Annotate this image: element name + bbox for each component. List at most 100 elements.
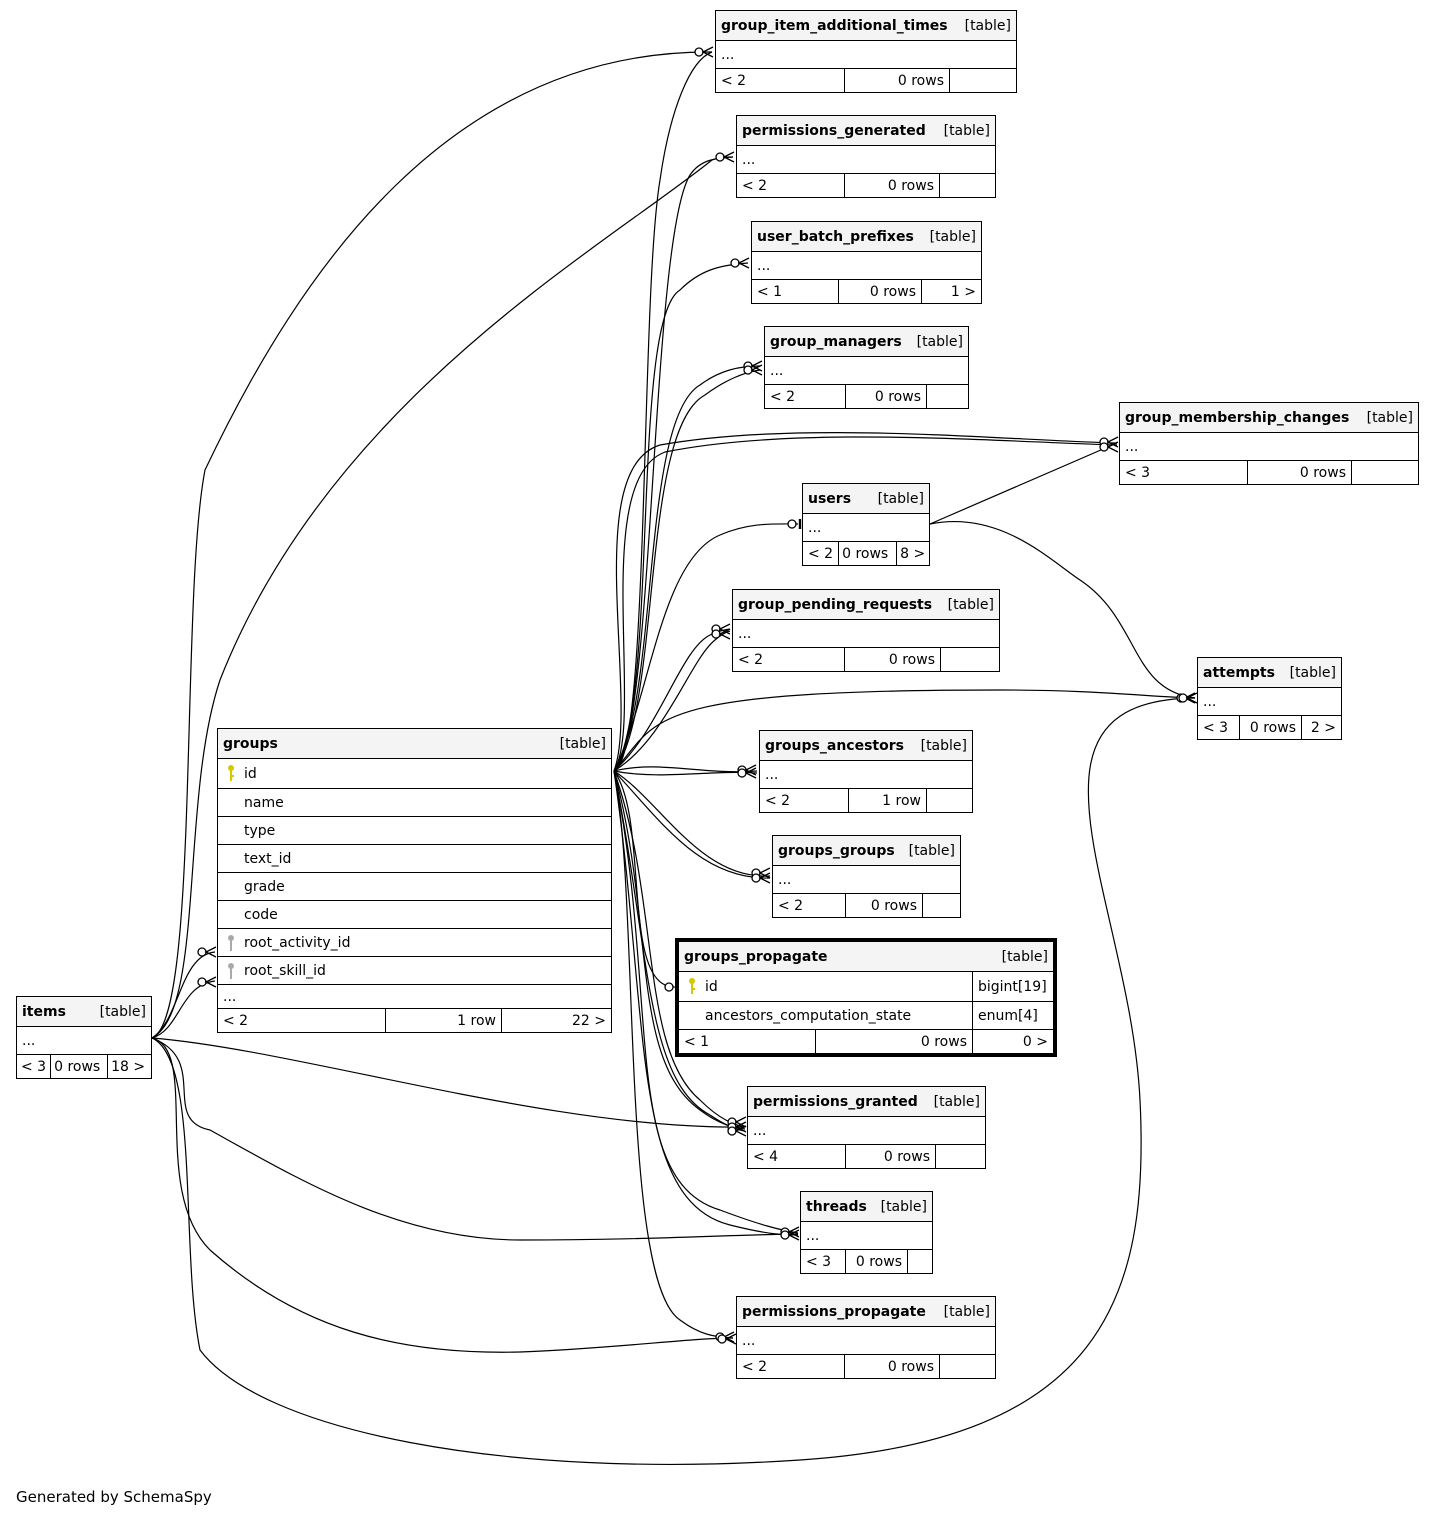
children-count[interactable]	[926, 384, 969, 409]
children-count[interactable]: 18 >	[107, 1054, 152, 1079]
zero-or-many-marker	[1178, 692, 1198, 704]
children-count[interactable]	[907, 1249, 933, 1274]
children-count[interactable]	[922, 893, 961, 918]
generated-by-footer: Generated by SchemaSpy	[16, 1488, 212, 1506]
table-body: ...	[217, 984, 612, 1009]
table-name: users	[808, 490, 852, 507]
table-name: threads	[806, 1198, 867, 1215]
column-ancestors-computation-state[interactable]: ancestors_computation_state	[678, 1001, 973, 1030]
children-count[interactable]: 1 >	[921, 279, 982, 304]
parents-count[interactable]: < 2	[217, 1008, 386, 1033]
relationship-edge	[613, 262, 749, 772]
parents-count[interactable]: < 1	[751, 279, 839, 304]
zero-or-many-marker	[730, 257, 750, 269]
table-name: permissions_propagate	[742, 1303, 926, 1320]
parents-count[interactable]: < 3	[800, 1249, 846, 1274]
table-kind: [table]	[1366, 409, 1413, 426]
relationship-edge	[613, 436, 1118, 772]
relationship-edge	[613, 770, 677, 988]
parents-count[interactable]: < 3	[1119, 460, 1248, 485]
parents-count[interactable]: < 2	[801, 541, 840, 566]
column-grade[interactable]: grade	[217, 872, 612, 901]
parents-count[interactable]: < 2	[736, 1354, 845, 1379]
parents-count[interactable]: < 3	[1197, 715, 1240, 740]
children-count[interactable]	[1351, 460, 1419, 485]
relationship-edge	[613, 369, 761, 772]
table-kind: [table]	[1001, 948, 1048, 965]
children-count[interactable]: 0 >	[972, 1029, 1054, 1054]
row-count: 0 rows	[845, 384, 927, 409]
relationship-edge	[613, 770, 746, 1128]
table-body: ...	[715, 40, 1017, 69]
zero-or-many-marker	[197, 946, 217, 958]
table-name: items	[22, 1003, 66, 1020]
table-groups[interactable]: groups[table] id name type text_id grade…	[217, 728, 612, 1033]
relationship-edge	[151, 697, 1196, 1466]
parents-count[interactable]: < 2	[772, 893, 846, 918]
parents-count[interactable]: < 4	[747, 1144, 846, 1169]
column-type[interactable]: type	[217, 816, 612, 845]
parents-count[interactable]: < 2	[759, 788, 849, 813]
row-count: 0 rows	[50, 1054, 109, 1079]
table-group-item-additional-times[interactable]: group_item_additional_times[table] ... <…	[715, 10, 1017, 93]
parents-count[interactable]: < 2	[715, 68, 845, 93]
column-id[interactable]: id	[678, 971, 973, 1002]
row-count: 0 rows	[845, 1144, 936, 1169]
parents-count[interactable]: < 2	[732, 647, 845, 672]
children-count[interactable]	[939, 173, 996, 198]
zero-or-many-marker	[751, 872, 771, 884]
relationship-edge	[613, 770, 771, 879]
column-name-row[interactable]: name	[217, 788, 612, 817]
column-text-id[interactable]: text_id	[217, 844, 612, 873]
table-kind: [table]	[929, 228, 976, 245]
table-body: ...	[747, 1116, 986, 1145]
parents-count[interactable]: < 2	[764, 384, 846, 409]
column-name: id	[244, 765, 257, 782]
table-name: groups_propagate	[684, 948, 828, 965]
children-count[interactable]: 22 >	[501, 1008, 612, 1033]
primary-key-icon	[228, 765, 234, 781]
children-count[interactable]	[940, 647, 1000, 672]
children-count[interactable]	[939, 1354, 996, 1379]
parents-count[interactable]: < 1	[678, 1029, 816, 1054]
children-count[interactable]: 8 >	[896, 541, 930, 566]
relationship-edge	[151, 51, 713, 1039]
table-kind: [table]	[880, 1198, 927, 1215]
parents-count[interactable]: < 2	[736, 173, 845, 198]
relationship-edge	[613, 156, 734, 772]
column-name: name	[244, 794, 284, 811]
parents-count[interactable]: < 3	[15, 1054, 52, 1079]
column-root-skill-id[interactable]: root_skill_id	[217, 956, 612, 985]
column-root-activity-id[interactable]: root_activity_id	[217, 928, 612, 957]
column-name: code	[244, 906, 278, 923]
zero-or-many-marker	[737, 767, 757, 779]
children-count[interactable]	[949, 68, 1017, 93]
table-kind: [table]	[943, 122, 990, 139]
children-count[interactable]	[926, 788, 973, 813]
table-name: groups_ancestors	[765, 737, 904, 754]
children-count[interactable]	[935, 1144, 986, 1169]
relationship-edge	[613, 689, 1196, 772]
column-name: type	[244, 822, 276, 839]
column-code[interactable]: code	[217, 900, 612, 929]
children-count[interactable]: 2 >	[1301, 715, 1342, 740]
relationship-edge	[613, 770, 799, 1236]
foreign-key-icon	[228, 935, 234, 951]
column-id[interactable]: id	[217, 758, 612, 789]
zero-or-many-marker	[727, 1125, 747, 1137]
